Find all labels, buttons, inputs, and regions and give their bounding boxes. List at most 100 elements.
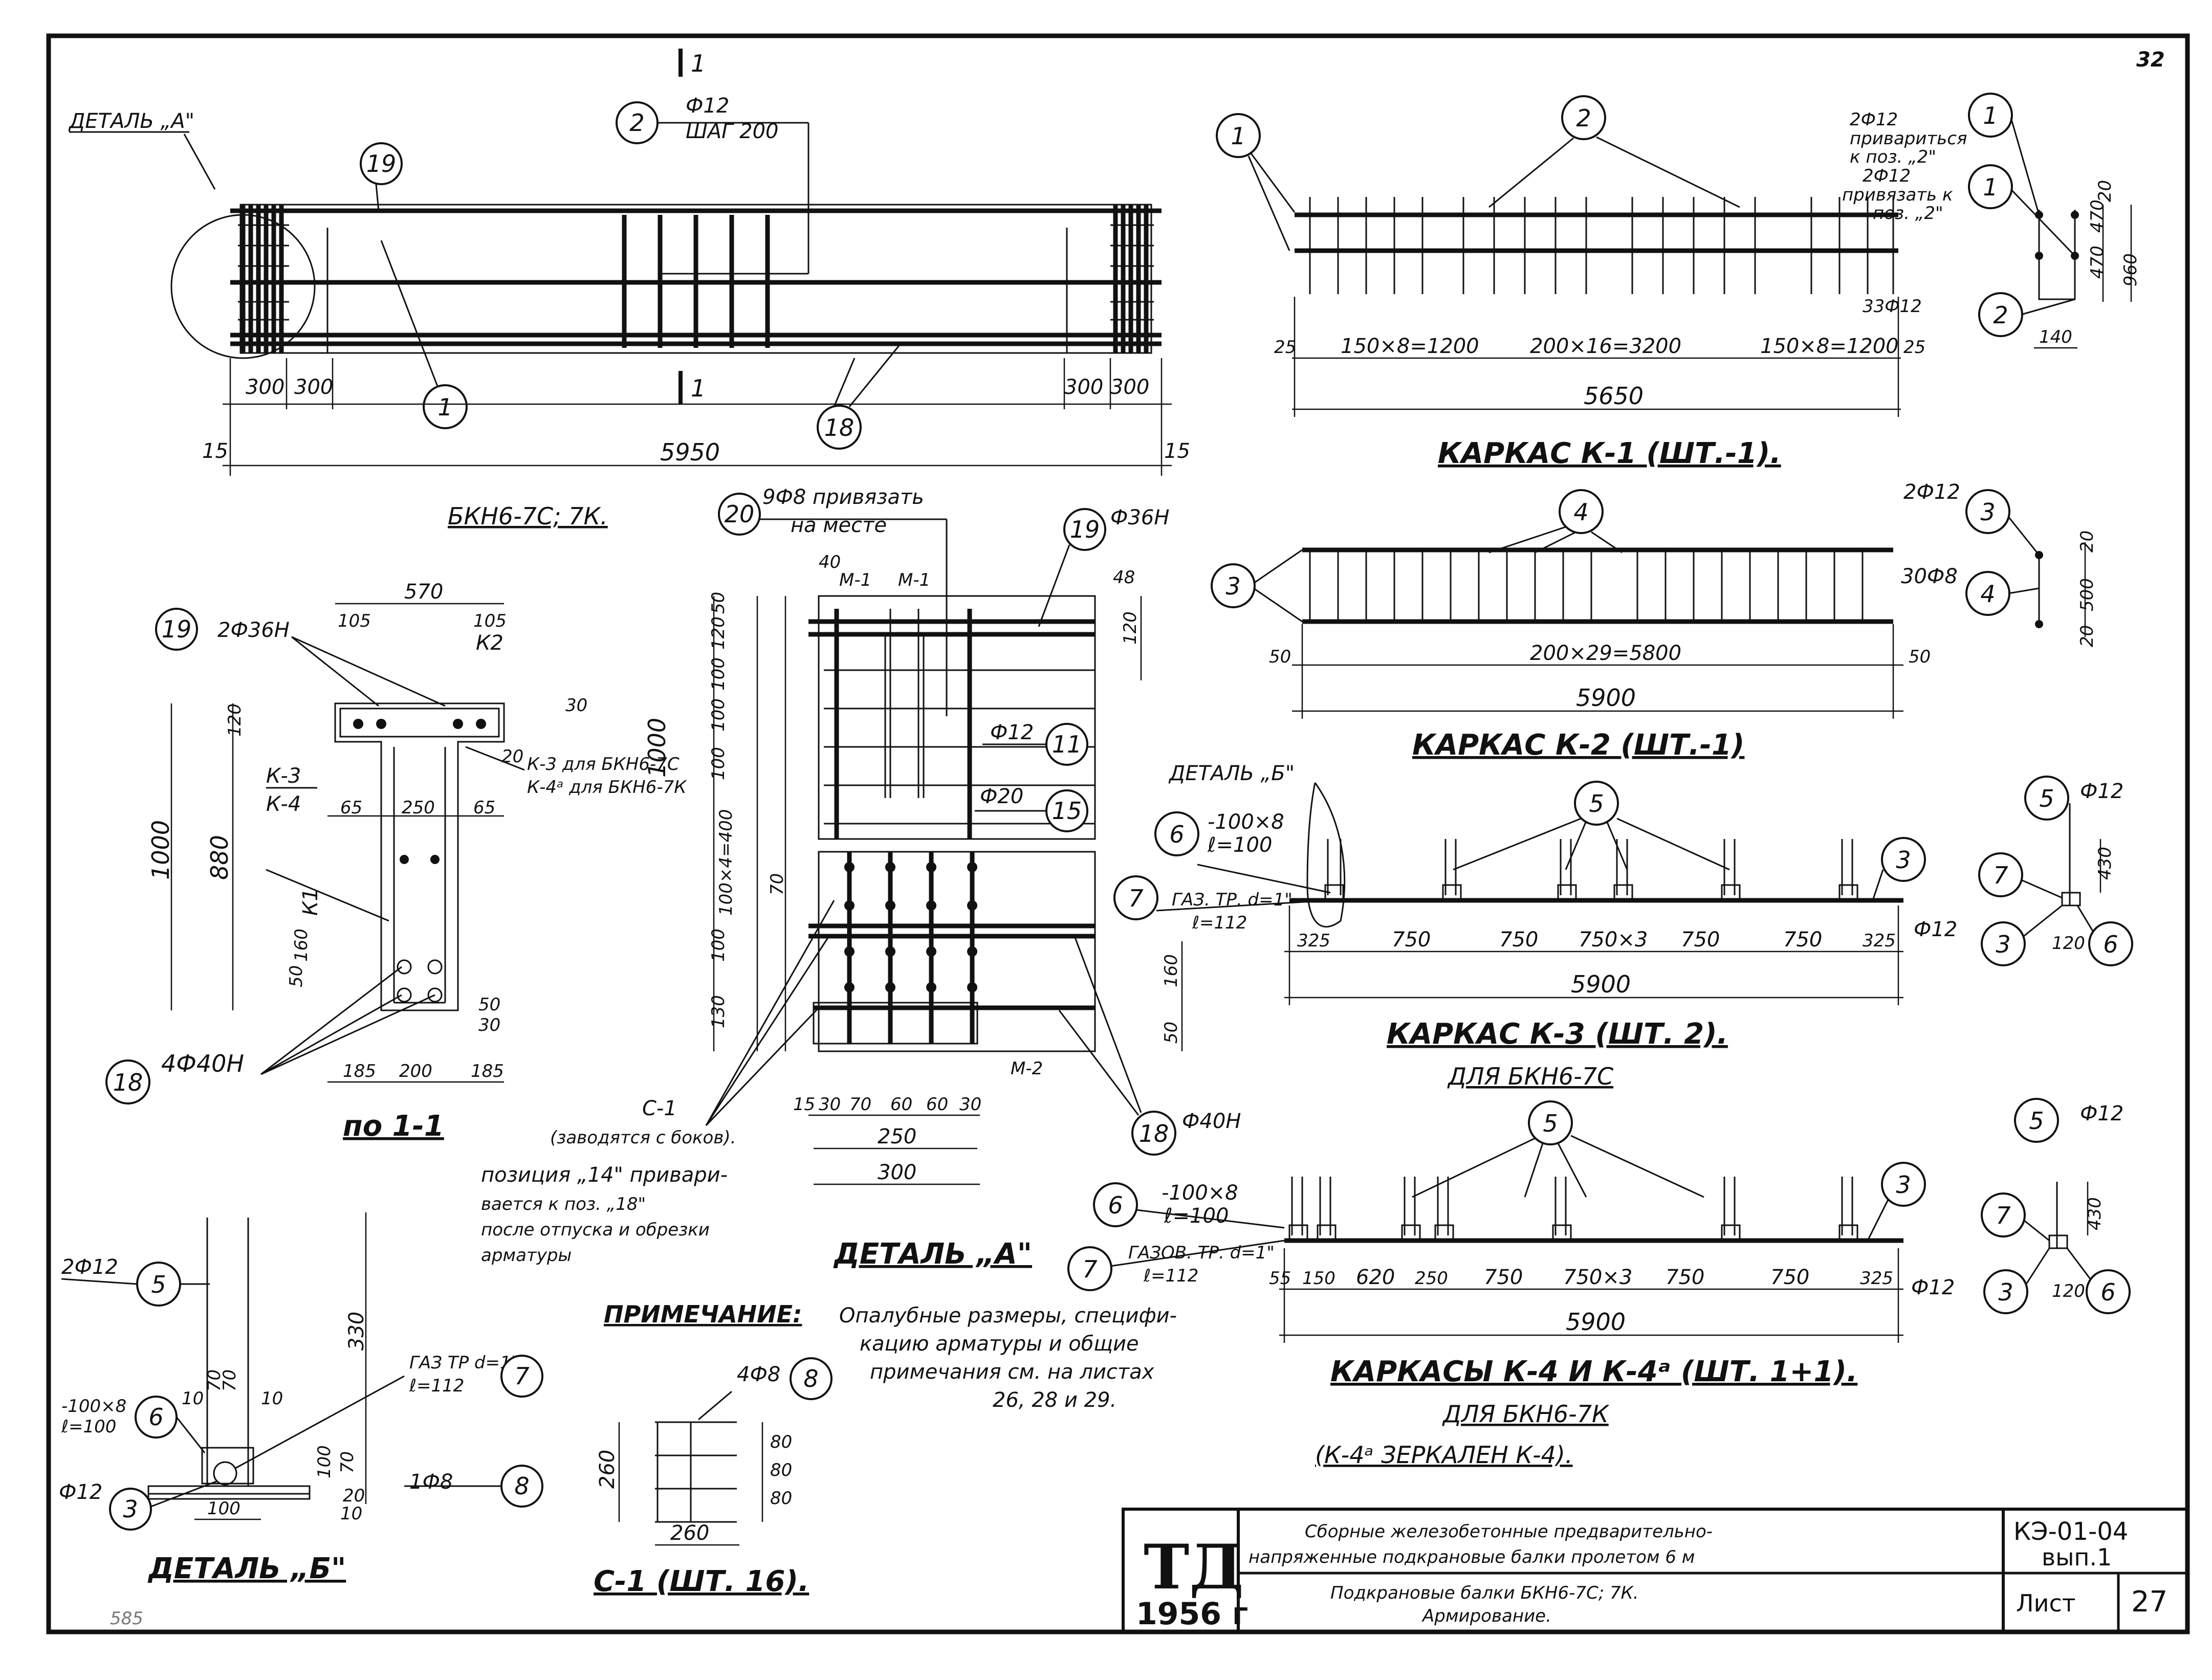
dim-70: 70 (767, 873, 787, 895)
mark-m1-a: М-1 (839, 570, 871, 590)
dim-120-top: 120 (225, 703, 245, 737)
dim-50-right: 50 (478, 994, 500, 1015)
k3-balloon-3: 3 (1896, 846, 1911, 874)
balloon-18 (817, 405, 862, 450)
k3-dim-750a: 750 (1392, 928, 1431, 952)
k4-bar5-label: Ф12 (2080, 1102, 2123, 1125)
notes-line-1: Опалубные размеры, специфи- (839, 1304, 1177, 1328)
detail-a: 20 9Ф8 привязать на месте М-1 М-1 40 (481, 485, 1241, 1271)
k1-balloon-1c: 1 (1983, 173, 1998, 201)
pos14-note-3: после отпуска и обрезки (481, 1220, 710, 1240)
detail-b-dim-10c: 10 (340, 1504, 362, 1524)
k4-dimensions: 55 150 620 250 750 750×3 750 750 325 590… (1269, 1248, 1903, 1343)
c1-dim-260v: 260 (596, 1450, 619, 1489)
k4-anchors (1288, 1177, 1858, 1242)
detail-b-dim-70c: 70 (337, 1451, 358, 1473)
k4-balloon-6b: 6 (2100, 1278, 2115, 1306)
k1-note2b: привязать к (1842, 185, 1953, 205)
beam-section-outline (334, 702, 505, 1011)
c1-balloon-8: 8 (803, 1365, 818, 1392)
detail-a-title: ДЕТАЛЬ „А" (833, 1237, 1032, 1271)
k4-dim-150: 150 (1302, 1268, 1335, 1289)
detail-b-dim-10a: 10 (182, 1388, 204, 1409)
dim-30-a: 30 (819, 1094, 841, 1115)
notes-line-4: 26, 28 и 29. (993, 1388, 1116, 1412)
cage-k1: 1 2 2Ф12 привар (1216, 93, 2141, 470)
beam-elevation: ДЕТАЛЬ „А" 1 1 (68, 49, 1190, 476)
k3-pipe: ГАЗ. ТР. d=1" (1172, 890, 1293, 910)
dim-50: 50 (286, 965, 306, 987)
k2-balloon-3: 3 (1225, 572, 1240, 600)
k4-dim-55: 55 (1269, 1268, 1291, 1289)
label-k1: К1 (299, 888, 322, 916)
detail-b-dim-100b: 100 (207, 1498, 240, 1519)
detail-b-pipe-len: ℓ=112 (409, 1376, 464, 1396)
strand-dots-detail-a (844, 862, 977, 992)
dim-70-b: 70 (849, 1094, 871, 1115)
bar-19-label: Ф36Н (1110, 506, 1169, 529)
pos14-note-2: вается к поз. „18" (481, 1194, 646, 1214)
k2-note-2f12: 2Ф12 (1903, 480, 1960, 504)
k3-balloon-3b: 3 (1996, 931, 2010, 958)
detail-a-callout: ДЕТАЛЬ „А" (68, 109, 194, 133)
title-line-2: напряженные подкрановые балки пролетом 6… (1249, 1547, 1695, 1567)
detail-b-dim-20: 20 (343, 1486, 365, 1506)
k1-note1c: к поз. „2" (1850, 147, 1936, 167)
dim-40: 40 (819, 552, 841, 572)
page-number: 32 (2136, 48, 2165, 72)
dim-50-right-detail: 50 (1161, 1022, 1181, 1044)
k2-note-30f8: 30Ф8 (1901, 565, 1958, 588)
k4-balloon-7: 7 (1082, 1255, 1097, 1283)
k2-dimensions: 50 200×29=5800 50 5900 (1269, 624, 1931, 719)
pos14-note-1: позиция „14" привари- (481, 1163, 728, 1187)
k1-dim-150x8a: 150×8=1200 (1341, 335, 1479, 358)
note-on-site: на месте (791, 514, 887, 537)
k4-balloon-5: 5 (1543, 1110, 1558, 1137)
stamp-year: 1956 г (1136, 1596, 1248, 1632)
balloon-1 (423, 384, 468, 429)
dim-300-b: 300 (294, 375, 333, 399)
k1-note2c: поз. „2" (1873, 203, 1943, 224)
k3-plate: -100×8 (1208, 810, 1284, 834)
beam-mark-title: БКН6-7С; 7К. (448, 502, 608, 530)
detail-a-dimensions: 50 120 100 100 100 1000 100×4=400 100 70… (643, 567, 1183, 1185)
k1-balloon-2b: 2 (1993, 301, 2008, 329)
k4-subtitle: ДЛЯ БКН6-7К (1442, 1400, 1610, 1428)
k1-balloon-1b: 1 (1983, 102, 1998, 129)
k3-bar-label: Ф12 (1914, 918, 1957, 941)
c1-label: С-1 (642, 1097, 677, 1120)
k3-pipe-len: ℓ=112 (1192, 913, 1247, 933)
dim-65-left: 65 (340, 798, 362, 818)
detail-b-balloon-5: 5 (151, 1271, 166, 1298)
subtitle-line-2: Армирование. (1421, 1606, 1551, 1626)
k1-title: КАРКАС К-1 (ШТ.-1). (1438, 437, 1781, 470)
label-k4: К-4 (266, 792, 301, 816)
dim-30-bottom: 30 (478, 1015, 500, 1035)
k1-dim-200x16: 200×16=3200 (1530, 335, 1681, 358)
k1-sec-140: 140 (2039, 327, 2072, 347)
detail-b-plate-len: ℓ=100 (61, 1417, 116, 1437)
k2-title: КАРКАС К-2 (ШТ.-1) (1412, 728, 1744, 762)
balloon-19-detail-text: 19 (1070, 516, 1100, 543)
bar-2-step: ШАГ 200 (686, 120, 778, 143)
dim-100x4: 100×4=400 (716, 809, 736, 916)
k4-plate: -100×8 (1162, 1181, 1238, 1205)
k3-sec-120: 120 (2052, 933, 2085, 954)
k2-sec-20a: 20 (2077, 530, 2097, 552)
detail-b-dimensions: 330 10 70 70 10 70 100 20 10 100 (182, 1212, 368, 1524)
balloon-20-text: 20 (725, 500, 755, 528)
k3-balloon-7: 7 (1128, 885, 1143, 912)
dim-300-c: 300 (1064, 375, 1103, 399)
c1-dim-260h: 260 (670, 1521, 709, 1545)
section-title: по 1-1 (343, 1110, 444, 1143)
cage-k2: 3 4 2Ф1 (1211, 480, 2097, 762)
dim-880: 880 (206, 835, 233, 880)
notes-line-2: кацию арматуры и общие (860, 1332, 1139, 1356)
dim-30-b: 30 (959, 1094, 981, 1115)
k1-balloon-2: 2 (1576, 104, 1591, 132)
label-k3: К-3 (266, 764, 301, 788)
cage-k3: ДЕТАЛЬ „Б" 6 -100×8 ℓ=100 7 ГАЗ. ТР. d=1… (1113, 762, 2133, 1090)
detail-b: 2Ф12 5 -100×8 ℓ=100 6 Ф12 3 ГАЗ ТР d=1" … (59, 1212, 543, 1629)
balloon-19-detail (1063, 508, 1106, 551)
k1-dimensions: 25 150×8=1200 200×16=3200 150×8=1200 25 … (1274, 297, 1925, 417)
